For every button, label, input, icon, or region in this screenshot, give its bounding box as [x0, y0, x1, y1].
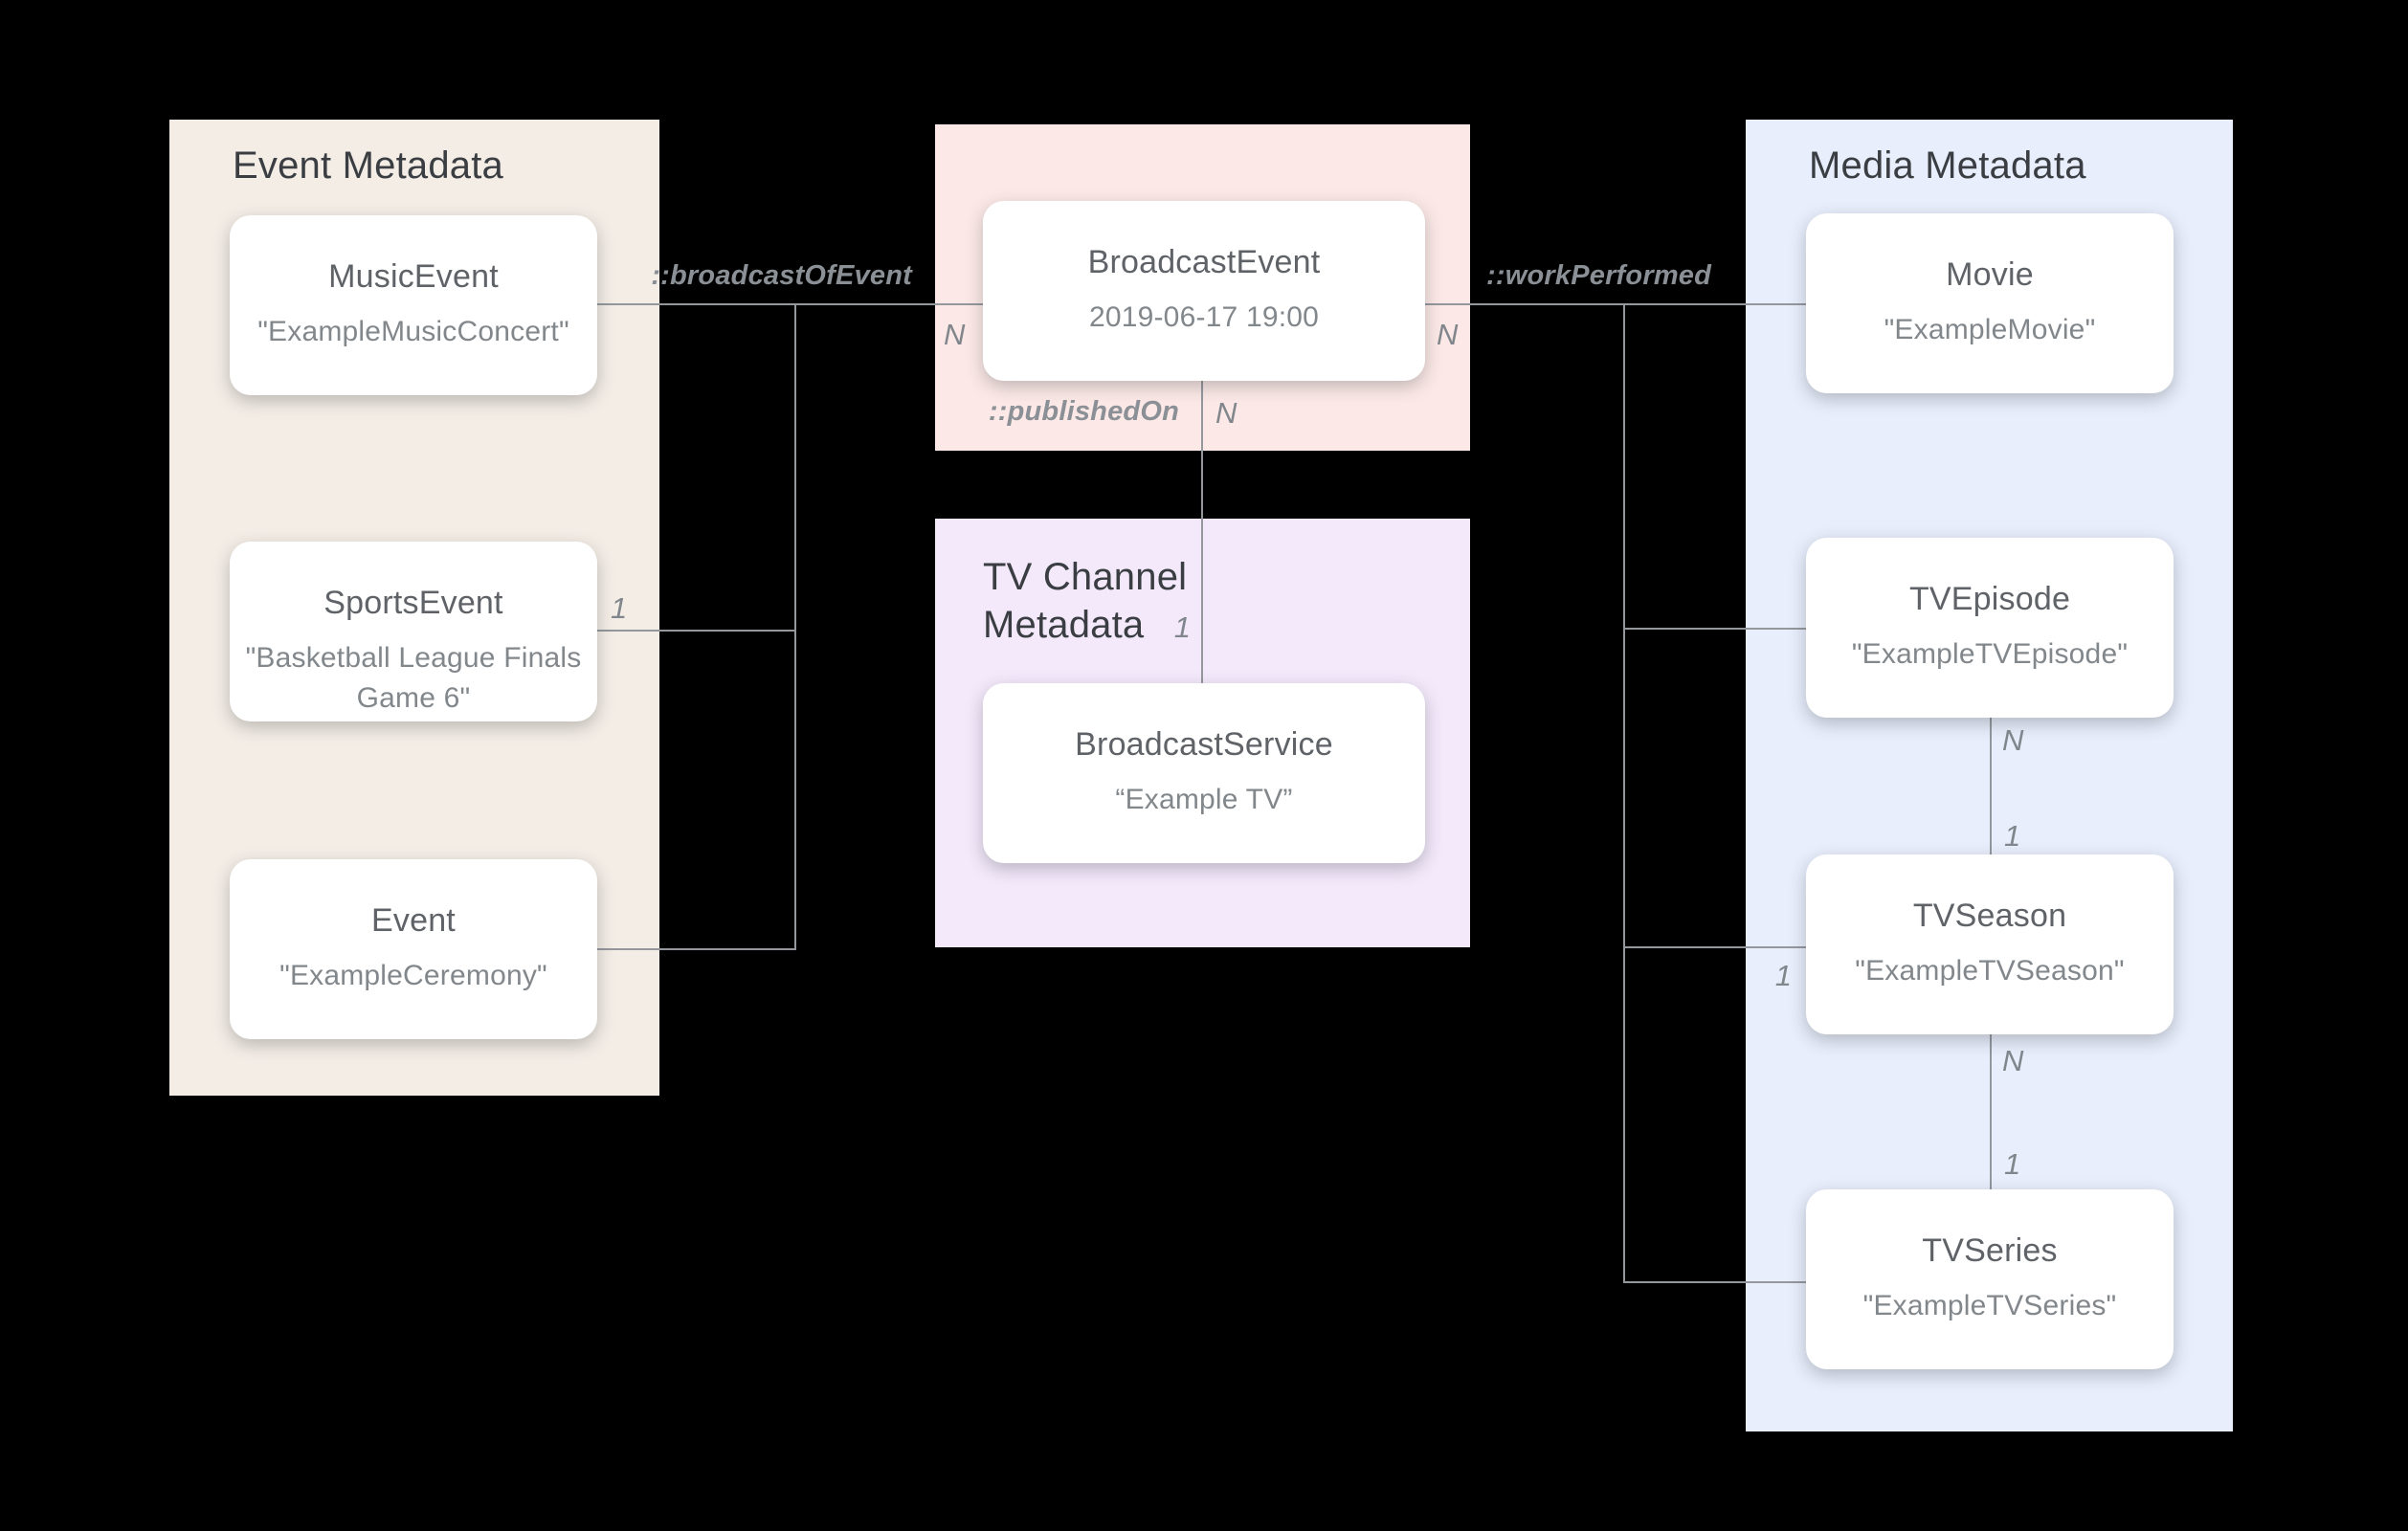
node-label: SportsEvent	[323, 585, 503, 621]
multiplicity-broadcast-left-n: N	[944, 318, 966, 351]
node-event: Event "ExampleCeremony"	[230, 859, 597, 1039]
connector-season-series	[1990, 1034, 1992, 1189]
multiplicity-season-n: N	[2002, 1044, 2024, 1077]
node-movie: Movie "ExampleMovie"	[1806, 213, 2174, 393]
connector-tvseason	[1623, 946, 1806, 948]
node-label: BroadcastEvent	[1087, 244, 1321, 280]
node-tv-season: TVSeason "ExampleTVSeason"	[1806, 854, 2174, 1034]
node-broadcast-event: BroadcastEvent 2019-06-17 19:00	[983, 201, 1425, 381]
node-label: Event	[371, 902, 456, 939]
connector-tvepisode	[1623, 628, 1806, 630]
node-value: "ExampleTVEpisode"	[1851, 638, 2129, 670]
node-label: TVEpisode	[1908, 581, 2071, 617]
multiplicity-broadcast-right-n: N	[1437, 318, 1459, 351]
multiplicity-sports-1: 1	[611, 591, 628, 625]
connector-left-junction	[794, 303, 796, 950]
multiplicity-season-left-1: 1	[1774, 959, 1792, 992]
node-value: 2019-06-17 19:00	[1088, 301, 1320, 333]
connector-tvseries	[1623, 1281, 1806, 1283]
tv-channel-metadata-title: TV Channel Metadata	[983, 556, 1188, 646]
connector-publishedon	[1201, 381, 1203, 683]
node-value: "ExampleMovie"	[1884, 314, 2096, 345]
connector-musicevent-broadcastevent	[597, 303, 983, 305]
event-metadata-title: Event Metadata	[233, 144, 503, 187]
media-metadata-title: Media Metadata	[1809, 144, 2086, 187]
connector-episode-season	[1990, 718, 1992, 854]
node-music-event: MusicEvent "ExampleMusicConcert"	[230, 215, 597, 395]
node-value: "ExampleMusicConcert"	[257, 316, 569, 347]
node-value: "ExampleTVSeason"	[1855, 955, 2125, 987]
node-tv-episode: TVEpisode "ExampleTVEpisode"	[1806, 538, 2174, 718]
node-value: “Example TV”	[1115, 784, 1293, 815]
node-label: MusicEvent	[328, 258, 499, 295]
node-broadcast-service: BroadcastService “Example TV”	[983, 683, 1425, 863]
multiplicity-episode-n: N	[2002, 723, 2024, 757]
multiplicity-published-n: N	[1215, 396, 1237, 430]
connector-broadcastevent-movie	[1425, 303, 1806, 305]
multiplicity-service-1: 1	[1173, 610, 1191, 644]
relation-broadcast-of-event: ::broadcastOfEvent	[651, 260, 912, 291]
connector-event	[597, 948, 796, 950]
node-sports-event: SportsEvent "Basketball League Finals Ga…	[230, 542, 597, 721]
connector-right-junction	[1623, 303, 1625, 1283]
multiplicity-series-1: 1	[2004, 1147, 2021, 1181]
relation-published-on: ::publishedOn	[988, 396, 1179, 427]
node-label: Movie	[1946, 256, 2034, 293]
node-value: "Basketball League Finals Game 6"	[245, 642, 582, 714]
node-label: BroadcastService	[1075, 726, 1333, 763]
relation-work-performed: ::workPerformed	[1486, 260, 1712, 291]
node-value: "ExampleTVSeries"	[1862, 1290, 2117, 1321]
multiplicity-season-1: 1	[2004, 819, 2021, 853]
connector-sportsevent	[597, 630, 796, 632]
node-tv-series: TVSeries "ExampleTVSeries"	[1806, 1189, 2174, 1369]
node-label: TVSeries	[1922, 1232, 2058, 1269]
node-label: TVSeason	[1912, 898, 2067, 934]
node-value: "ExampleCeremony"	[279, 960, 547, 991]
